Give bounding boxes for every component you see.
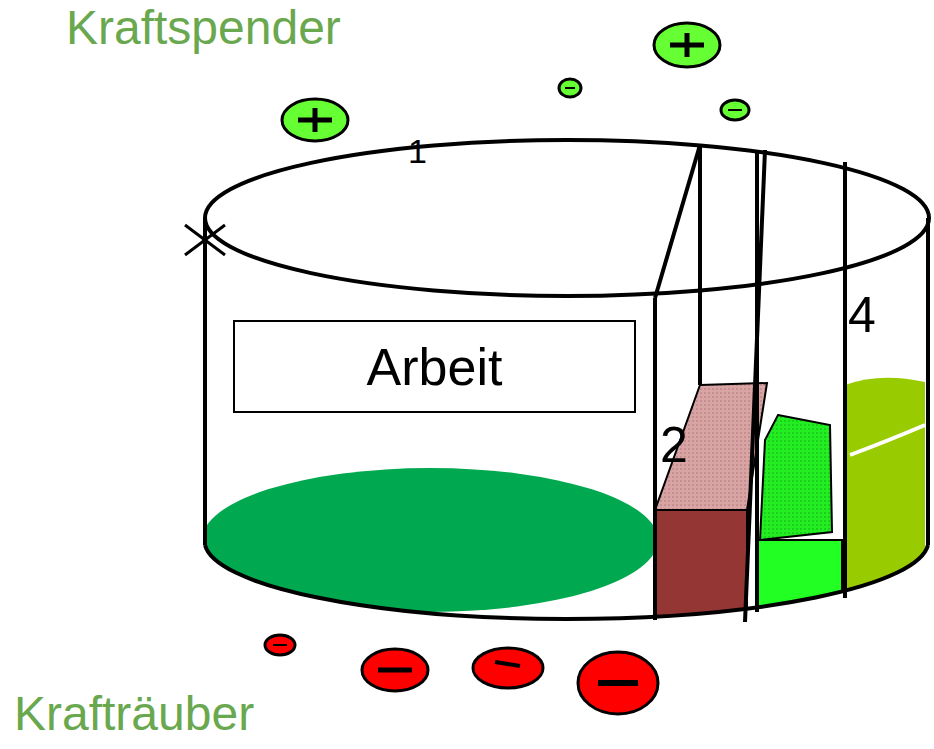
minus-symbol [473, 648, 543, 688]
fill-highlight [850, 425, 925, 455]
minus-symbol [265, 635, 295, 655]
minus-symbol [598, 680, 638, 686]
plus-symbol [728, 109, 742, 111]
drain-heading: Krafträuber [14, 688, 254, 741]
power-givers [282, 23, 749, 141]
plus-symbol [313, 108, 318, 132]
plus-symbol [282, 99, 348, 141]
barrel-side [926, 218, 930, 545]
barrel-contents [202, 378, 925, 622]
barrel-side [203, 218, 207, 545]
minus-symbol [273, 644, 287, 646]
barrel-outline [185, 140, 929, 622]
source-heading: Kraftspender [66, 2, 341, 55]
compartment-fill [760, 415, 832, 540]
barrel-bottom [205, 545, 928, 619]
divider-line [653, 298, 657, 620]
work-fill [202, 468, 658, 612]
minus-symbol [495, 662, 520, 666]
minus-symbol [378, 668, 412, 673]
minus-symbol [362, 649, 428, 691]
callout-number: 2 [660, 418, 688, 473]
barrel-top [205, 140, 929, 296]
callout-number: 1 [408, 133, 427, 170]
power-robbers [265, 635, 658, 714]
divider-line [698, 145, 702, 385]
plus-symbol [721, 100, 749, 120]
divider-line [745, 150, 765, 622]
divider-line [755, 150, 759, 612]
x-mark [185, 225, 225, 255]
box-text: Arbeit [367, 337, 503, 397]
divider-line [655, 145, 700, 298]
callout-number: 4 [848, 288, 876, 343]
plus-symbol [654, 23, 720, 67]
x-mark [185, 225, 225, 255]
compartment-fill [655, 510, 747, 622]
plus-symbol [559, 79, 581, 97]
divider-line [843, 162, 847, 598]
work-box: Arbeit [233, 320, 636, 413]
plus-symbol [685, 33, 690, 57]
plus-symbol [565, 87, 575, 89]
minus-symbol [578, 652, 658, 714]
